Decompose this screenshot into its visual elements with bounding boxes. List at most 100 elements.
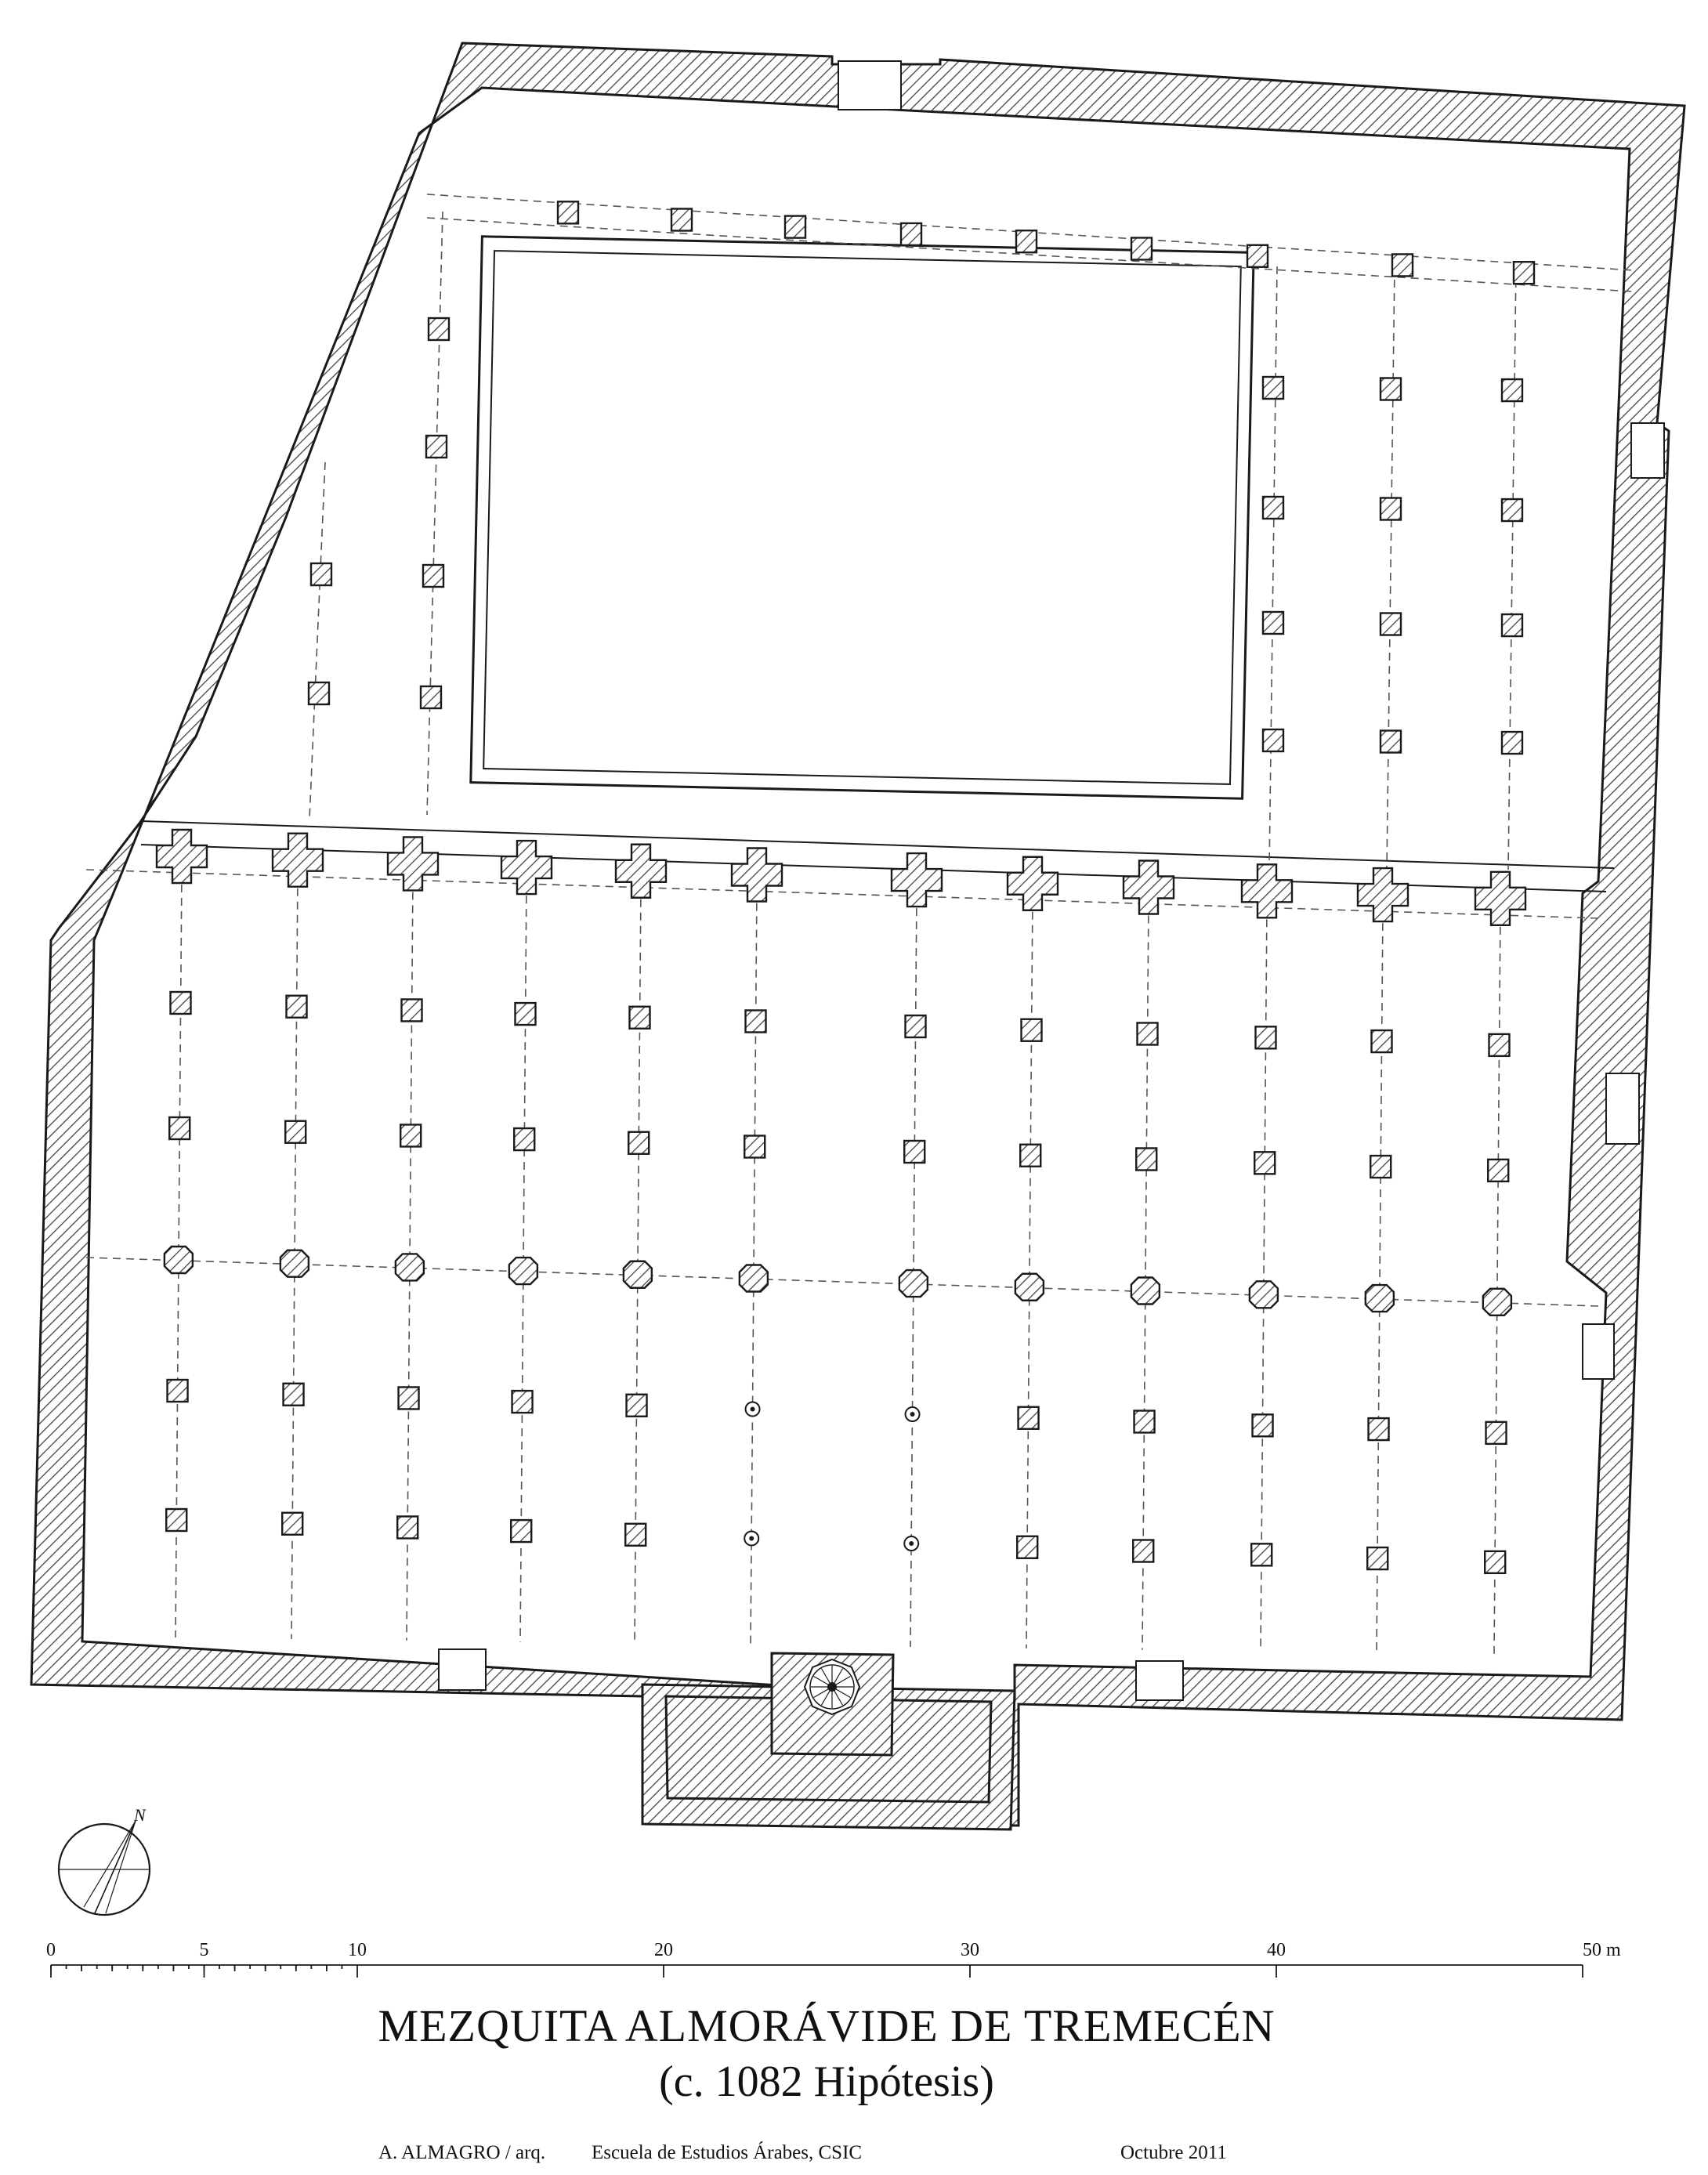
pier — [1500, 613, 1524, 638]
pier — [168, 1116, 191, 1141]
pier — [622, 1260, 653, 1289]
pier — [625, 1393, 648, 1417]
east-gallery-axis — [1386, 266, 1395, 870]
pier — [628, 1131, 650, 1155]
pier — [628, 1005, 651, 1030]
pier — [307, 681, 331, 706]
pier — [1019, 1143, 1042, 1167]
pier — [1133, 1410, 1156, 1434]
credit-date: Octubre 2011 — [1120, 2142, 1227, 2163]
scale-tick-label: 0 — [46, 1940, 56, 1960]
scale-tick-label: 5 — [200, 1940, 209, 1960]
arcade-axis-line — [1260, 906, 1268, 1652]
pier — [1485, 1420, 1507, 1446]
pier — [386, 836, 440, 892]
pier — [1122, 860, 1175, 915]
pier — [1261, 375, 1285, 400]
north-label: N — [133, 1805, 147, 1825]
pier — [1130, 1276, 1161, 1305]
mihrab-rosette-icon — [803, 1658, 861, 1716]
pier — [400, 998, 423, 1022]
pier — [1364, 1283, 1395, 1313]
pier — [1254, 1026, 1277, 1050]
pier — [1248, 1280, 1279, 1309]
north-arrow-icon: N — [57, 1805, 151, 1916]
pier — [1500, 498, 1524, 523]
pier — [1261, 610, 1285, 635]
pier — [422, 563, 445, 588]
pier — [271, 832, 324, 888]
pier — [1014, 1272, 1045, 1301]
outer-wall — [30, 42, 1686, 1827]
pier — [282, 1382, 305, 1406]
pier — [1356, 867, 1409, 923]
pier — [1240, 863, 1294, 919]
pier — [744, 1401, 761, 1417]
pier — [1487, 1158, 1510, 1183]
arcade-axis-line — [1142, 902, 1149, 1650]
pier — [1512, 261, 1536, 285]
pier — [1250, 1543, 1273, 1567]
pier — [394, 1253, 425, 1282]
pier — [155, 828, 208, 885]
plan-title: MEZQUITA ALMORÁVIDE DE TREMECÉN — [378, 2000, 1276, 2051]
pier — [166, 1378, 189, 1403]
scale-tick-label: 10 — [348, 1940, 367, 1960]
pier — [1246, 244, 1269, 268]
credit-author: A. ALMAGRO / arq. — [378, 2142, 545, 2163]
pier — [670, 208, 693, 232]
piers-group — [155, 201, 1536, 1575]
pier — [899, 222, 923, 247]
scale-tick-label: 50 m — [1583, 1940, 1621, 1960]
pier — [904, 1406, 921, 1423]
pier — [1474, 870, 1527, 927]
pier — [1006, 856, 1059, 911]
pier — [285, 994, 308, 1019]
pier — [556, 201, 580, 225]
pier — [163, 1245, 194, 1275]
scale-tick-label: 30 — [961, 1940, 979, 1960]
pier — [1488, 1033, 1511, 1058]
scale-tick-label: 20 — [654, 1940, 673, 1960]
pier — [510, 1518, 533, 1543]
north-gallery-axis — [426, 217, 1632, 292]
pier — [1261, 495, 1285, 520]
pier — [1132, 1539, 1155, 1563]
pier — [903, 1139, 926, 1164]
pier — [1130, 237, 1153, 261]
pier — [738, 1264, 769, 1293]
pier — [1367, 1417, 1390, 1442]
pier — [396, 1515, 419, 1540]
pier — [1379, 729, 1402, 754]
pier — [169, 990, 192, 1015]
pier — [427, 317, 451, 342]
pier — [903, 1536, 920, 1552]
pier — [508, 1256, 539, 1286]
pier — [614, 843, 668, 899]
pier — [1251, 1413, 1274, 1438]
pier — [1020, 1018, 1043, 1042]
pier — [1370, 1029, 1393, 1054]
scale-tick-label: 40 — [1267, 1940, 1286, 1960]
pier — [1261, 728, 1285, 753]
pier — [1015, 229, 1038, 254]
pier — [1482, 1287, 1513, 1317]
pier — [890, 852, 943, 908]
pier — [904, 1014, 927, 1039]
pier — [281, 1511, 304, 1536]
pier — [1370, 1154, 1392, 1179]
pier — [1379, 377, 1402, 401]
scale-bar: 0 5 10 20 30 40 50 m — [46, 1940, 1621, 1978]
pier — [898, 1268, 929, 1298]
courtyard — [469, 235, 1255, 800]
credit-institution: Escuela de Estudios Árabes, CSIC — [592, 2141, 862, 2163]
pier — [1379, 612, 1402, 636]
pier — [1500, 730, 1524, 755]
pier — [744, 1009, 767, 1033]
pier — [744, 1135, 766, 1159]
west-gallery-axis — [426, 211, 443, 816]
plan-subtitle: (c. 1082 Hipótesis) — [659, 2057, 994, 2106]
pier — [783, 215, 807, 239]
arcade-axis-line — [1493, 913, 1501, 1655]
